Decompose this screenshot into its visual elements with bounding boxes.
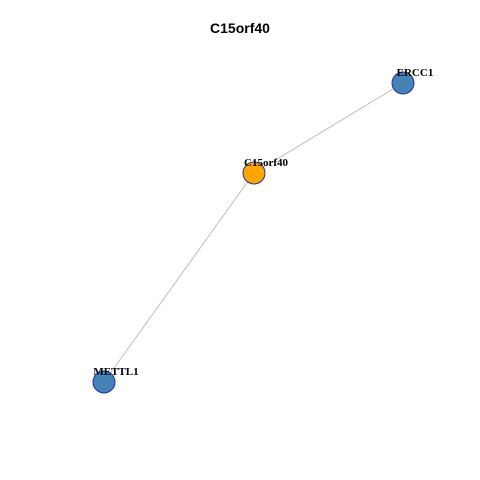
edge-C15orf40-ERCC1 [253, 82, 404, 174]
node-circle-C15orf40 [242, 161, 266, 185]
node-C15orf40: C15orf40 [242, 157, 288, 185]
edge-C15orf40-METTL1 [103, 172, 255, 383]
edge-layer [103, 82, 404, 383]
node-circle-METTL1 [92, 370, 116, 394]
node-circle-ERCC1 [391, 71, 415, 95]
node-label-METTL1: METTL1 [93, 366, 138, 378]
node-ERCC1: ERCC1 [391, 67, 434, 95]
node-label-ERCC1: ERCC1 [397, 67, 434, 79]
node-METTL1: METTL1 [92, 366, 139, 394]
graph-title: C15orf40 [210, 20, 270, 36]
node-label-C15orf40: C15orf40 [244, 157, 288, 169]
